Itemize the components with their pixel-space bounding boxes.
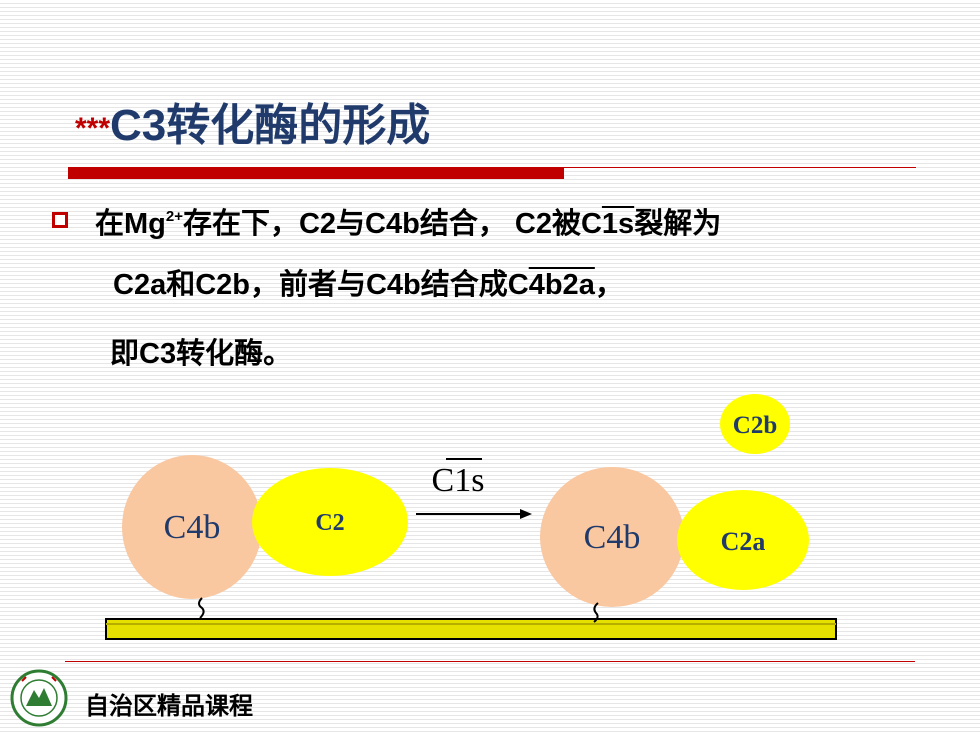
text-segment: 在Mg [95, 208, 166, 240]
text-segment: 裂解为 [634, 208, 722, 240]
text-segment: C2a和C2b，前者与C4b结合成C [113, 269, 529, 301]
title-underline-bar [68, 167, 564, 179]
footer-course-label: 自治区精品课程 [85, 693, 253, 720]
arrow-head-icon [520, 509, 532, 519]
text-segment: ， [594, 269, 624, 301]
c2-molecule [252, 468, 408, 576]
anchor-tether-left [198, 597, 205, 619]
paragraph-line-2: C2a和C2b，前者与C4b结合成C4b2a， [113, 268, 624, 302]
page-title: ***C3转化酶的形成 [75, 98, 430, 157]
c4b-molecule-left [122, 455, 262, 599]
title-stars: *** [75, 112, 111, 145]
membrane-bar [105, 618, 837, 640]
c2a-molecule [677, 490, 809, 590]
overlined-text: 4b2a [528, 269, 595, 301]
c4b-label-right: C4b [584, 519, 641, 556]
c2b-label: C2b [733, 412, 777, 439]
c2-label: C2 [315, 510, 344, 536]
overlined-text: 1s [601, 208, 635, 240]
title-text: C3转化酶的形成 [110, 101, 431, 150]
footer-divider [65, 661, 915, 662]
text-segment: 存在下，C2与C4b结合， C2被C [182, 208, 602, 240]
c4b-label-left: C4b [164, 509, 221, 546]
arrow-label: C1s [432, 462, 485, 499]
title-divider-line [564, 167, 916, 168]
paragraph-line-1: 在Mg2+存在下，C2与C4b结合， C2被C1s裂解为 [95, 200, 721, 241]
university-seal-icon [10, 669, 68, 727]
square-bullet-icon [52, 212, 68, 228]
paragraph-line-3: 即C3转化酶。 [110, 338, 293, 370]
anchor-tether-right [593, 602, 599, 623]
c2a-label: C2a [721, 527, 766, 556]
c4b-molecule-right [540, 467, 684, 607]
superscript: 2+ [165, 208, 183, 225]
c2b-molecule [720, 394, 790, 454]
